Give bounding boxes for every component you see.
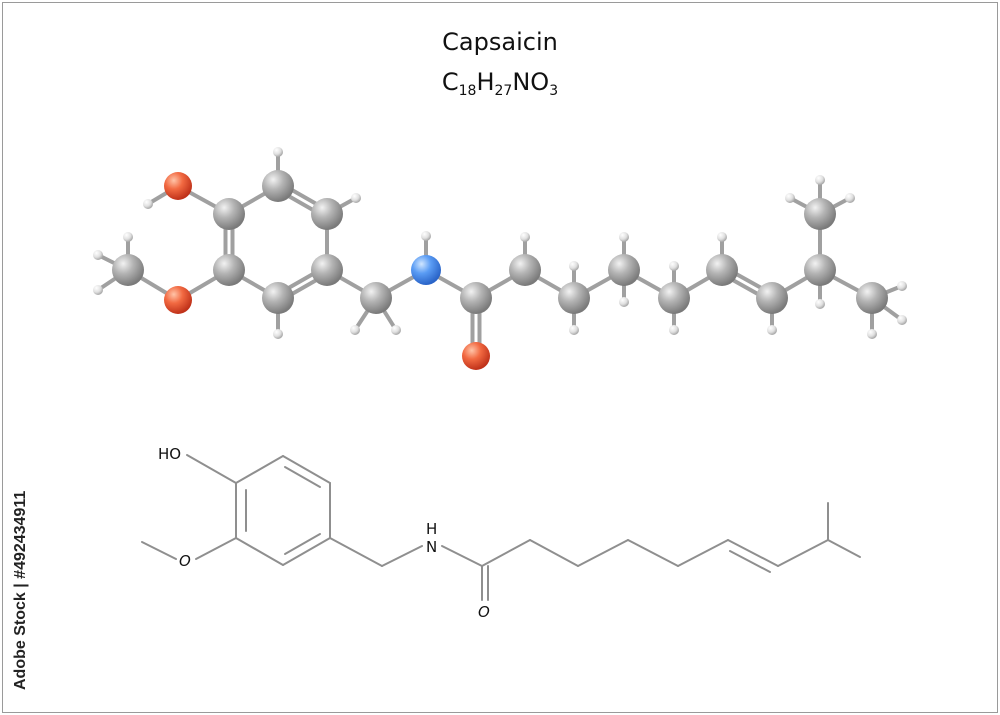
alkene-double-bond [729, 550, 771, 573]
ring-bond [282, 537, 331, 566]
hydrogen-atom [815, 299, 825, 309]
hydrogen-atom [897, 281, 907, 291]
formula-carbon-count: 18 [458, 83, 477, 99]
formula-carbon: C [441, 68, 459, 96]
hydrogen-atom [717, 232, 727, 242]
hydrogen-atom [421, 231, 431, 241]
amine-n-label: N [426, 538, 437, 556]
hydrogen-atom [767, 325, 777, 335]
carbon-atom [608, 254, 640, 286]
chain-bond [577, 539, 629, 567]
chain-bond [441, 545, 483, 567]
carbon-atom [311, 254, 343, 286]
hydroxyl-bond [186, 454, 237, 484]
alkene-bond [727, 539, 779, 567]
hydrogen-atom [867, 329, 877, 339]
stock-watermark: Adobe Stock | #492434911 [12, 490, 29, 690]
formula-n-o: NO [512, 68, 550, 96]
ring-bond [282, 455, 331, 484]
carbon-atom [360, 282, 392, 314]
hydrogen-atom [619, 232, 629, 242]
chain-bond [481, 539, 531, 567]
methoxy-o-bond [195, 537, 237, 560]
carbonyl-oxygen-label: O [478, 603, 490, 621]
nitrogen-atom [411, 255, 441, 285]
hydrogen-atom [520, 232, 530, 242]
hydrogen-atom [93, 285, 103, 295]
carbon-atom [856, 282, 888, 314]
carbon-atom [756, 282, 788, 314]
carbon-atom [804, 198, 836, 230]
stock-id: #492434911 [12, 490, 29, 579]
hydrogen-atom [669, 261, 679, 271]
hydrogen-atom [897, 315, 907, 325]
ring-bond [235, 537, 284, 566]
hydrogen-atom [273, 147, 283, 157]
formula-oxygen-count: 3 [549, 83, 559, 99]
isopropyl-methyl-bond [827, 539, 861, 558]
hydrogen-atom [123, 232, 133, 242]
molecule-name: Capsaicin [442, 28, 558, 56]
hydrogen-atom [350, 325, 360, 335]
hydrogen-atom [845, 193, 855, 203]
methoxy-oxygen-label: O [179, 552, 191, 570]
hydrogen-atom [785, 193, 795, 203]
molecular-formula: C18H27NO3 [0, 68, 1000, 99]
stock-brand: Adobe Stock [12, 592, 29, 690]
hydrogen-atom [815, 175, 825, 185]
oxygen-atom [462, 342, 490, 370]
carbon-atom [509, 254, 541, 286]
carbon-atom [706, 254, 738, 286]
model-atoms [93, 147, 907, 370]
carbon-atom [262, 170, 294, 202]
hydrogen-atom [143, 199, 153, 209]
formula-hydrogen: H [476, 68, 495, 96]
hydrogen-atom [569, 325, 579, 335]
oxygen-atom [164, 172, 192, 200]
chain-bond [381, 545, 423, 567]
hydrogen-atom [351, 193, 361, 203]
hydrogen-atom [669, 325, 679, 335]
hydrogen-atom [273, 329, 283, 339]
hydroxyl-label: HO [158, 445, 181, 463]
carbon-atom [558, 282, 590, 314]
carbon-atom [460, 282, 492, 314]
chain-bond [677, 539, 729, 567]
carbon-atom [311, 198, 343, 230]
hydrogen-atom [391, 325, 401, 335]
hydrogen-atom [569, 261, 579, 271]
amine-h-label: H [426, 520, 437, 538]
skeletal-bonds [141, 454, 861, 601]
chain-bond [329, 537, 383, 567]
carbon-atom [658, 282, 690, 314]
carbon-atom [804, 254, 836, 286]
carbon-atom [213, 198, 245, 230]
ring-bond [235, 455, 284, 484]
chain-bond [777, 539, 829, 567]
hydrogen-atom [619, 297, 629, 307]
ring-double-bond [284, 533, 321, 555]
carbon-atom [213, 254, 245, 286]
oxygen-atom [164, 286, 192, 314]
ring-double-bond [284, 466, 321, 488]
carbon-atom [262, 282, 294, 314]
carbon-atom [112, 254, 144, 286]
chain-bond [529, 539, 579, 567]
chain-bond [627, 539, 679, 567]
formula-hydrogen-count: 27 [494, 83, 513, 99]
methoxy-methyl-bond [141, 541, 177, 560]
hydrogen-atom [93, 250, 103, 260]
